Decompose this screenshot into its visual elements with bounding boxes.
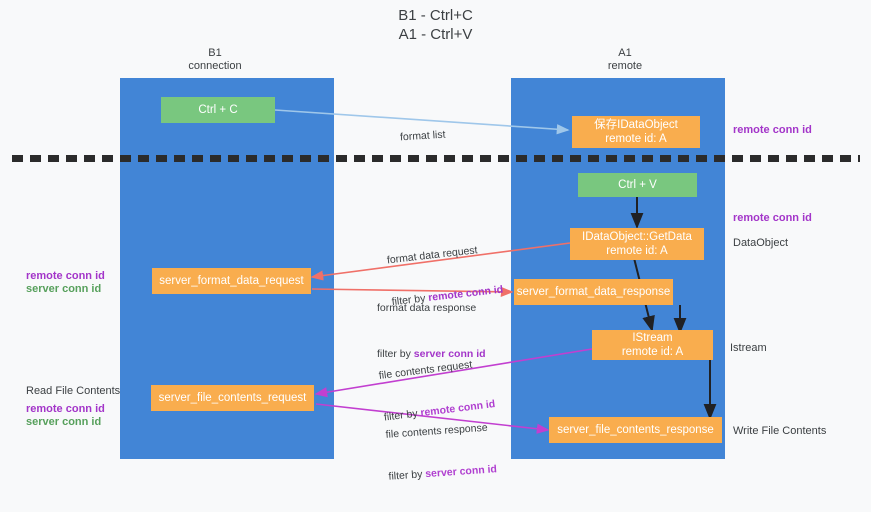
edge-label-line1: format list bbox=[399, 128, 446, 144]
column-header-b1: B1 connection bbox=[188, 47, 242, 72]
annotation-write-file-contents: Write File Contents bbox=[733, 425, 827, 437]
annotation-left-remote-conn-id-bot: remote conn id bbox=[26, 403, 105, 415]
annotation-remote-conn-id-top: remote conn id bbox=[733, 124, 812, 136]
node-idataobject-getdata[interactable]: IDataObject::GetData remote id: A bbox=[570, 228, 704, 260]
phase-divider bbox=[12, 155, 860, 162]
edge-label-line2: filter by server conn id bbox=[388, 462, 497, 484]
node-server-file-contents-response[interactable]: server_file_contents_response bbox=[549, 417, 722, 443]
edge-label-line1: format data request bbox=[386, 244, 479, 267]
diagram-canvas: B1 - Ctrl+C A1 - Ctrl+V B1 connection A1… bbox=[12, 7, 860, 483]
node-ctrl-c[interactable]: Ctrl + C bbox=[161, 97, 275, 123]
edge-label-line2-highlight: server conn id bbox=[413, 348, 486, 360]
node-server-format-data-response[interactable]: server_format_data_response bbox=[514, 279, 673, 305]
edge-label-line2-prefix: filter by bbox=[388, 468, 426, 483]
edge-label-file-contents-response: file contents response filter by server … bbox=[383, 392, 499, 511]
node-ctrl-v[interactable]: Ctrl + V bbox=[578, 173, 697, 197]
page-title: B1 - Ctrl+C A1 - Ctrl+V bbox=[398, 7, 473, 43]
annotation-istream: Istream bbox=[730, 342, 767, 354]
edge-label-line1: file contents request bbox=[378, 358, 473, 382]
edge-label-format-list: format list bbox=[398, 100, 448, 173]
annotation-left-server-conn-id-bot: server conn id bbox=[26, 416, 102, 428]
node-istream[interactable]: IStream remote id: A bbox=[592, 330, 713, 360]
column-header-a1: A1 remote bbox=[607, 47, 643, 72]
node-save-idataobject[interactable]: 保存IDataObject remote id: A bbox=[572, 116, 700, 148]
edge-label-line2-highlight: server conn id bbox=[424, 463, 498, 481]
node-server-format-data-request[interactable]: server_format_data_request bbox=[152, 268, 311, 294]
edge-label-line2: filter by server conn id bbox=[377, 347, 486, 361]
edge-label-line1: file contents response bbox=[385, 421, 488, 441]
annotation-read-file-contents: Read File Contents bbox=[26, 385, 121, 397]
annotation-left-remote-conn-id-mid: remote conn id bbox=[26, 270, 105, 282]
annotation-dataobject: DataObject bbox=[733, 237, 789, 249]
annotation-left-server-conn-id-mid: server conn id bbox=[26, 283, 102, 295]
edge-label-line1: format data response bbox=[377, 302, 477, 314]
node-server-file-contents-request[interactable]: server_file_contents_request bbox=[151, 385, 314, 411]
edge-label-line2-prefix: filter by bbox=[377, 348, 414, 360]
annotation-remote-conn-id-mid: remote conn id bbox=[733, 212, 812, 224]
edge-label-format-data-response: format data response filter by server co… bbox=[377, 273, 486, 389]
